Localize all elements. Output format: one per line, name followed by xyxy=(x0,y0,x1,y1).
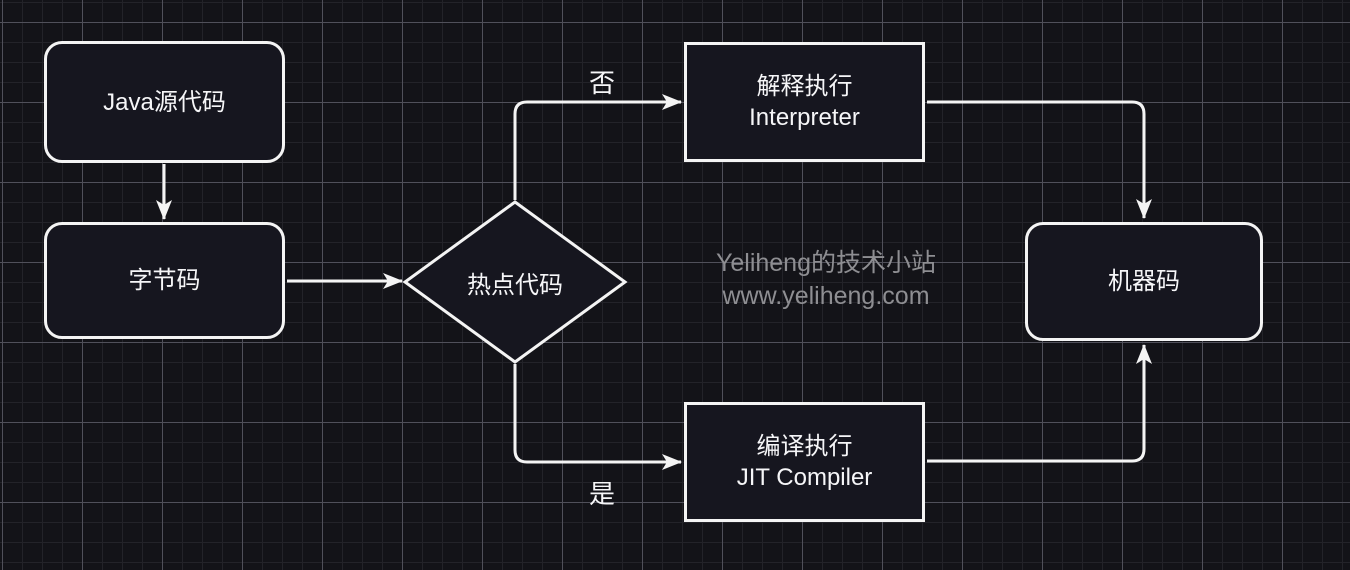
node-hotspot-label: 热点代码 xyxy=(467,271,563,299)
node-java-source-label: Java源代码 xyxy=(103,88,226,116)
node-jit-label-en: JIT Compiler xyxy=(736,464,873,491)
edge-hotspot-to-jit xyxy=(513,364,682,470)
node-interpreter-label-en: Interpreter xyxy=(749,104,860,131)
node-machine-code-label: 机器码 xyxy=(1108,268,1180,295)
node-interpreter: 解释执行 Interpreter xyxy=(684,42,925,162)
node-interpreter-label-cn: 解释执行 xyxy=(756,73,853,100)
node-hotspot-decision: 热点代码 xyxy=(405,202,625,362)
edge-label-yes-text: 是 xyxy=(588,478,615,509)
edge-jit-to-machine xyxy=(927,344,1152,463)
node-machine-code: 机器码 xyxy=(1025,222,1263,341)
node-java-source: Java源代码 xyxy=(44,41,285,163)
edge-label-no: 否 xyxy=(572,61,632,101)
node-hotspot-diamond-shape xyxy=(402,200,628,364)
edge-label-yes: 是 xyxy=(572,472,632,512)
edge-interpreter-to-machine xyxy=(927,100,1152,219)
node-jit-label-cn: 编译执行 xyxy=(756,433,853,460)
edge-label-no-text: 否 xyxy=(588,67,615,98)
edge-hotspot-to-interpreter xyxy=(513,94,682,200)
node-bytecode-label: 字节码 xyxy=(128,267,201,294)
node-bytecode: 字节码 xyxy=(44,222,285,339)
node-jit-compiler: 编译执行 JIT Compiler xyxy=(684,402,925,522)
